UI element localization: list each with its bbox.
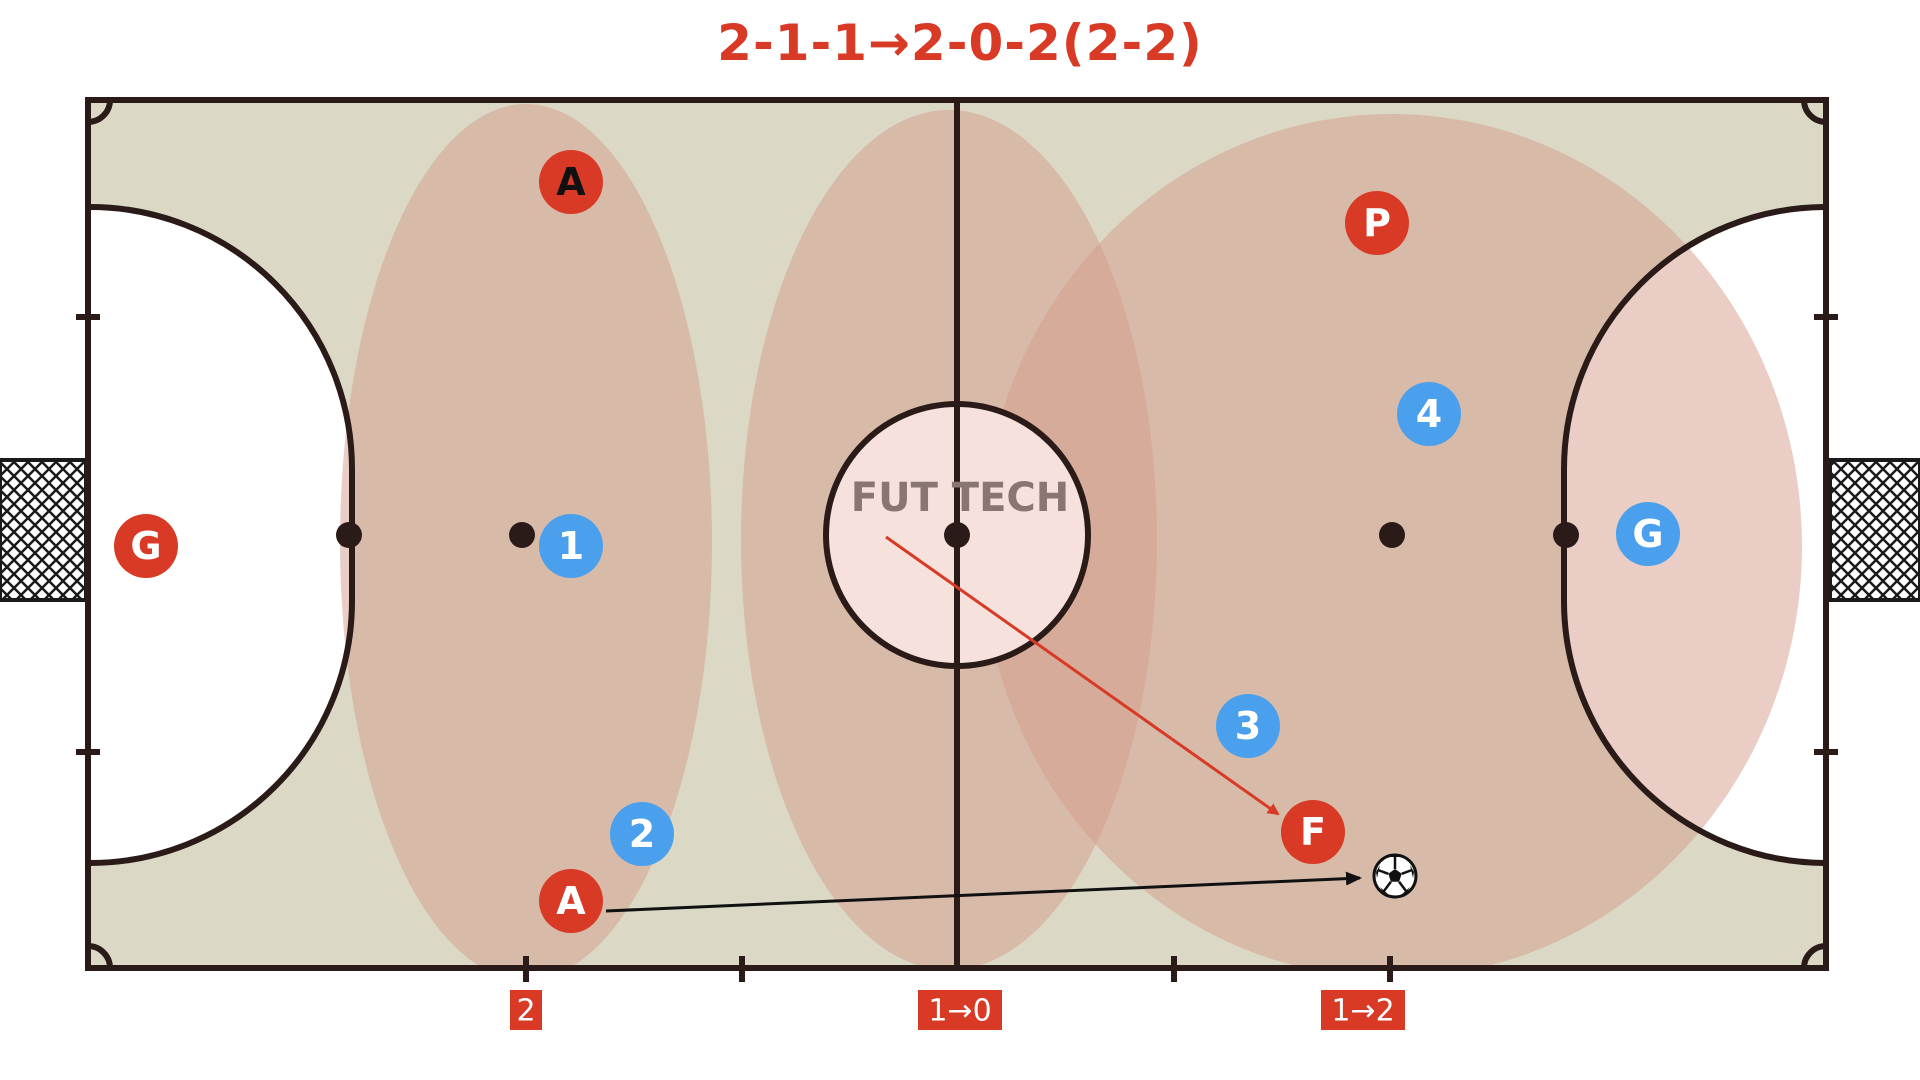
zone-label-text: 1→0 [928, 994, 991, 1029]
red-movement-arrow [885, 535, 1280, 816]
player-label: G [130, 524, 161, 568]
player-red-a-bottom: A [539, 869, 603, 933]
corner-arc-tr [1801, 99, 1827, 125]
left-goal-net-icon [0, 458, 88, 602]
player-blue-2: 2 [610, 802, 674, 866]
player-red-f: F [1281, 800, 1345, 864]
player-label: 4 [1416, 392, 1442, 436]
left-penalty-spot [509, 522, 535, 548]
player-red-g: G [114, 514, 178, 578]
player-label: A [556, 160, 586, 204]
player-blue-3: 3 [1216, 694, 1280, 758]
side-ticks [76, 314, 1838, 982]
player-red-a-top: A [539, 150, 603, 214]
court-spots [336, 522, 1579, 548]
player-blue-4: 4 [1397, 382, 1461, 446]
center-spot [944, 522, 970, 548]
player-label: G [1632, 512, 1663, 556]
zone-label-right: 1→2 [1321, 990, 1405, 1030]
left-penalty-line-dot [336, 522, 362, 548]
player-blue-g: G [1616, 502, 1680, 566]
black-pass-arrow [605, 871, 1362, 913]
player-label: 3 [1235, 704, 1261, 748]
corner-arc-br [1801, 943, 1827, 969]
zone-label-left: 2 [510, 990, 542, 1030]
left-penalty-area [88, 207, 352, 863]
right-penalty-line-dot [1553, 522, 1579, 548]
player-blue-1: 1 [539, 514, 603, 578]
player-label: F [1300, 810, 1326, 854]
player-label: A [556, 879, 586, 923]
zone-label-center: 1→0 [918, 990, 1002, 1030]
player-label: 1 [558, 524, 584, 568]
corner-arc-tl [87, 99, 113, 125]
diagram-title: 2-1-1→2-0-2(2-2) [717, 14, 1203, 72]
corner-arc-bl [87, 943, 113, 969]
player-label: P [1363, 201, 1391, 245]
right-penalty-spot [1379, 522, 1405, 548]
player-label: 2 [629, 812, 655, 856]
watermark-text: FUT TECH [851, 475, 1069, 521]
right-goal-net-icon [1828, 458, 1920, 602]
center-circle [823, 401, 1091, 669]
zone-label-text: 1→2 [1331, 994, 1394, 1029]
player-red-p: P [1345, 191, 1409, 255]
soccer-ball-icon [1372, 853, 1418, 899]
zone-label-text: 2 [516, 994, 535, 1029]
